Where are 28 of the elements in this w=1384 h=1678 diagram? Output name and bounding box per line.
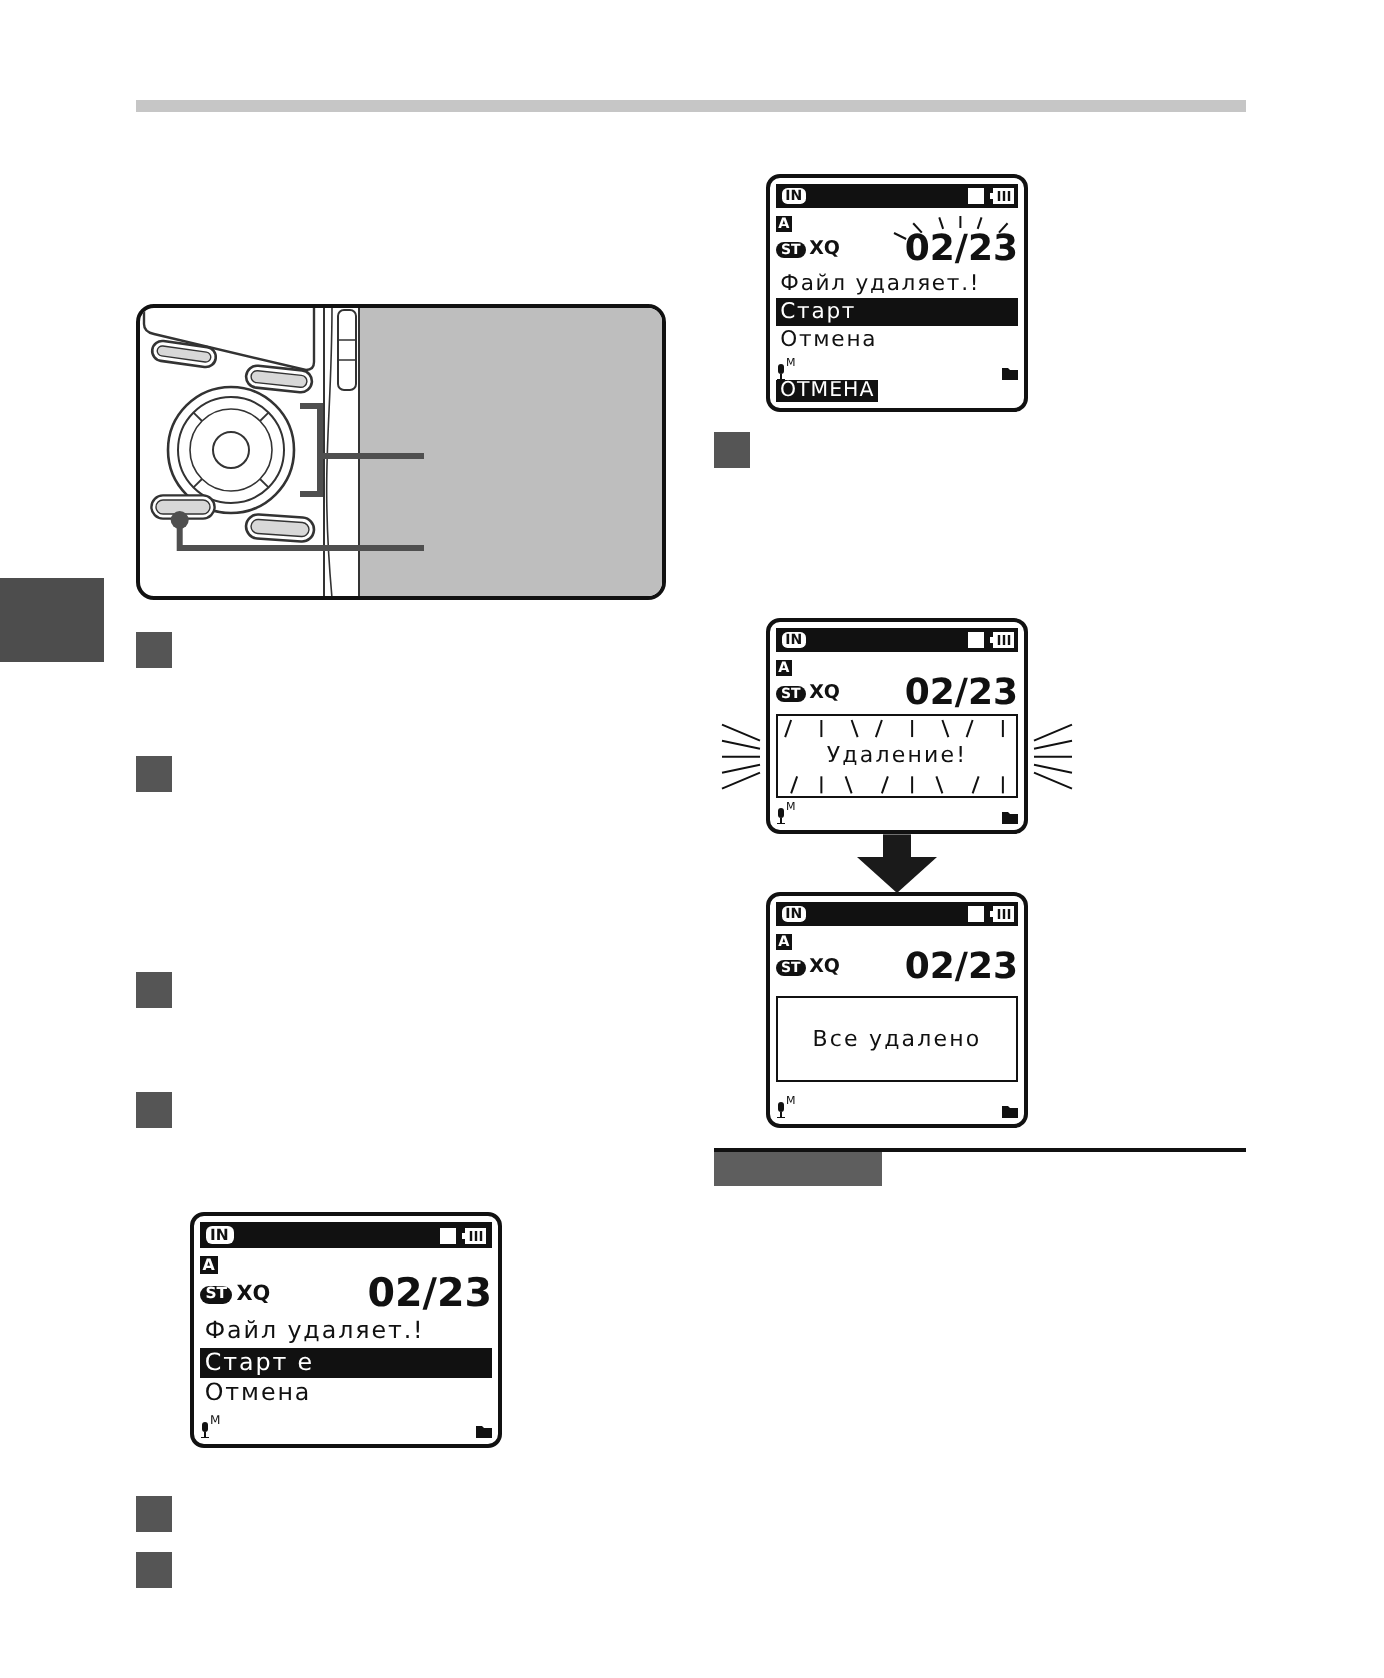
lcd-screen [766, 892, 1028, 1128]
mode-label: XQ [809, 958, 840, 978]
menu-text: Отмена [202, 1378, 314, 1410]
file-counter: 02/23 [904, 950, 1018, 986]
file-counter: 02/23 [367, 1274, 492, 1315]
lcd-screen [766, 174, 1028, 413]
selected-menu-item: Старт е [200, 1347, 492, 1379]
file-counter: 02/23 [904, 232, 1018, 268]
menu-text: Файл удаляет.! [778, 269, 983, 298]
recorder-drawing [136, 304, 666, 600]
softkey-label: ОТМЕНА [776, 379, 879, 403]
menu-text: Отмена [778, 325, 880, 354]
mode-label: XQ [809, 240, 840, 260]
menu-text: Файл удаляет.! [202, 1316, 427, 1348]
control-dial [166, 384, 296, 516]
message-panel: Удаление! [776, 713, 1018, 799]
lcd-screen [190, 1212, 502, 1448]
leader-line [170, 511, 424, 551]
leader-line [297, 403, 427, 497]
file-counter: 02/23 [904, 676, 1018, 712]
lcd-screen [766, 618, 1028, 835]
message-panel: Все удалено [776, 996, 1018, 1083]
mode-label: XQ [809, 684, 840, 704]
arrow [857, 834, 937, 893]
selected-menu-item: Старт [776, 297, 1018, 326]
mode-label: XQ [236, 1284, 271, 1305]
note-heading-bar [714, 1152, 882, 1186]
oval-button [150, 494, 216, 520]
